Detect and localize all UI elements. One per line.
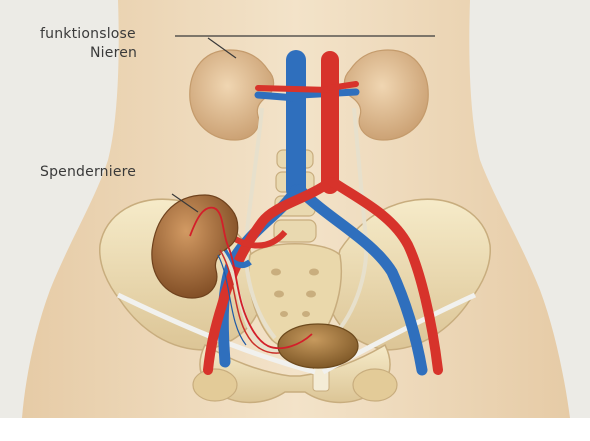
hip-socket-right: [353, 369, 397, 401]
label-nonfunctional-kidneys-line2: Nieren: [90, 45, 137, 62]
hip-socket-left: [193, 369, 237, 401]
label-donor-kidney: Spenderniere: [40, 164, 136, 181]
label-nonfunctional-kidneys-line1: funktionslose: [40, 26, 136, 43]
